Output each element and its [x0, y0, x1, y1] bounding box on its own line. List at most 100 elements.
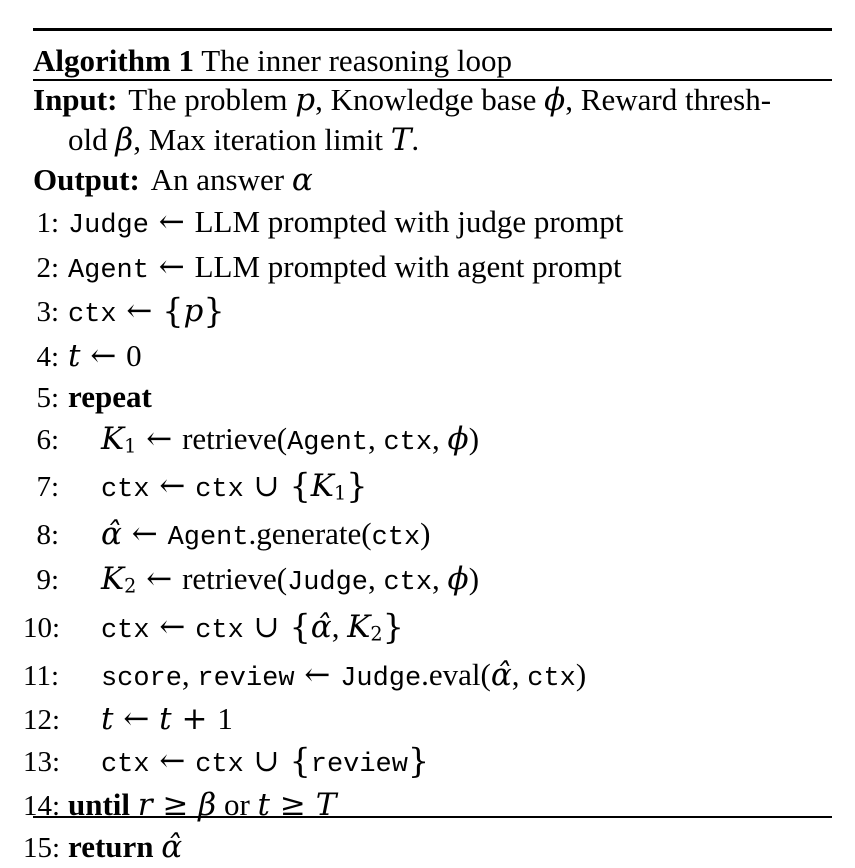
text-segment: α̂	[310, 608, 332, 645]
text-segment: ϕ	[447, 560, 469, 597]
text-segment: ←	[149, 608, 196, 645]
text-segment: Agent	[68, 255, 149, 286]
text-segment: )	[468, 420, 480, 456]
text-segment: ,	[432, 420, 448, 456]
text-segment: )	[575, 656, 587, 692]
line-statement: score, review ← Judge.eval(α̂, ctx)	[101, 655, 586, 700]
text-segment: {	[289, 607, 311, 647]
algorithm-line: 15:return α̂	[23, 827, 853, 868]
text-segment: ctx	[101, 475, 150, 506]
line-number: 11:	[23, 659, 59, 692]
text-segment: t	[68, 337, 81, 374]
text-segment: ←	[136, 420, 183, 457]
algorithm-line: 4: t ← 0	[23, 336, 853, 378]
algorithm-line: 12:t ← t + 1	[23, 699, 853, 741]
text-segment: {	[289, 741, 311, 781]
text-segment: r	[137, 787, 153, 824]
line-statement: until r ≥ β or t ≥ T	[68, 785, 336, 826]
text-segment: Judge	[340, 663, 422, 694]
output-text: An answer α	[150, 162, 313, 198]
text-segment: Judge	[287, 567, 368, 598]
text-segment: p	[295, 82, 316, 118]
text-segment: Judge	[68, 211, 149, 241]
code-lines: 1: Judge ← LLM prompted with judge prompt…	[23, 202, 853, 868]
text-segment: return	[68, 828, 162, 864]
line-statement: ctx ← {p}	[68, 291, 225, 336]
line-number: 15:	[23, 831, 61, 864]
text-segment: }	[407, 741, 430, 781]
text-segment: K	[310, 468, 334, 505]
line-number: 4:	[36, 340, 59, 373]
text-segment: , Knowledge base	[315, 82, 545, 117]
input-label: Input:	[33, 82, 118, 117]
text-segment: α̂	[101, 516, 122, 553]
text-segment: score	[101, 663, 182, 694]
text-segment: ctx	[101, 615, 150, 646]
algorithm-line: 13:ctx ← ctx ∪ {review}	[23, 741, 853, 786]
text-segment: t	[257, 787, 271, 824]
line-number: 5:	[36, 382, 59, 414]
io-block: Input:The problem p, Knowledge base ϕ, R…	[33, 80, 845, 200]
text-segment: 1	[333, 481, 347, 505]
text-segment: ←	[113, 701, 160, 738]
line-number: 10:	[23, 611, 61, 644]
text-segment: ←	[148, 204, 195, 240]
text-segment: review	[310, 749, 408, 780]
input-text: The problem p, Knowledge base ϕ, Reward …	[68, 82, 771, 158]
text-segment: ←	[121, 516, 168, 553]
algorithm-line: 10:ctx ← ctx ∪ {α̂, K2}	[23, 607, 853, 655]
text-segment: ←	[148, 248, 195, 285]
line-statement: Judge ← LLM prompted with judge prompt	[68, 202, 623, 247]
text-segment: retrieve(	[182, 560, 288, 596]
text-segment: t	[159, 701, 172, 738]
algorithm-line: 3:ctx ← {p}	[23, 291, 853, 336]
algorithm-line: 11: score, review ← Judge.eval(α̂, ctx)	[23, 655, 853, 700]
line-statement: α̂ ← Agent.generate(ctx)	[101, 514, 430, 559]
algorithm-line: 9:K2 ← retrieve(Judge, ctx, ϕ)	[23, 559, 853, 607]
line-statement: t ← 0	[68, 336, 142, 377]
line-number: 1:	[36, 207, 59, 239]
text-segment: +	[171, 701, 218, 738]
text-segment: retrieve(	[182, 420, 288, 456]
text-segment: ←	[149, 742, 196, 779]
algorithm-title-text: The inner reasoning loop	[201, 43, 512, 78]
text-segment: review	[197, 663, 295, 694]
text-segment: ctx	[371, 523, 421, 554]
text-segment: ∪	[243, 608, 290, 645]
text-segment: p	[183, 293, 204, 329]
text-segment: ctx	[195, 749, 244, 780]
text-segment: ←	[116, 293, 163, 329]
text-segment: ,	[367, 420, 384, 456]
text-segment: ∪	[243, 468, 290, 505]
input-line: Input:The problem p, Knowledge base ϕ, R…	[33, 80, 845, 160]
text-segment: 1	[217, 701, 233, 737]
text-segment: ϕ	[544, 82, 566, 118]
text-segment: ,	[331, 608, 348, 644]
line-number: 13:	[23, 745, 61, 778]
text-segment: }	[346, 466, 368, 506]
line-number: 6:	[36, 423, 59, 456]
algorithm-line: 7:ctx ← ctx ∪ {K1}	[23, 466, 853, 514]
algorithm-title: Algorithm 1 The inner reasoning loop	[33, 43, 512, 79]
algorithm-line: 5:repeat	[23, 377, 853, 419]
text-segment: ∪	[243, 742, 290, 779]
text-segment: An answer	[150, 162, 292, 197]
text-segment: 2	[370, 622, 383, 646]
text-segment: α	[291, 162, 313, 198]
text-segment: ctx	[68, 300, 117, 330]
text-segment: )	[468, 560, 480, 596]
line-statement: ctx ← ctx ∪ {K1}	[101, 466, 367, 514]
text-segment: T	[390, 122, 412, 158]
text-segment: , Max iteration limit	[133, 122, 391, 157]
line-statement: return α̂	[68, 827, 182, 868]
text-segment: }	[203, 291, 225, 331]
bottom-rule	[33, 816, 832, 818]
line-statement: Agent ← LLM prompted with agent prompt	[68, 247, 622, 292]
text-segment: ,	[432, 560, 448, 596]
line-number: 8:	[36, 519, 59, 552]
text-segment: ctx	[383, 567, 433, 598]
text-segment: T	[315, 787, 337, 824]
text-segment: ctx	[195, 615, 244, 646]
text-segment: {	[289, 466, 311, 506]
